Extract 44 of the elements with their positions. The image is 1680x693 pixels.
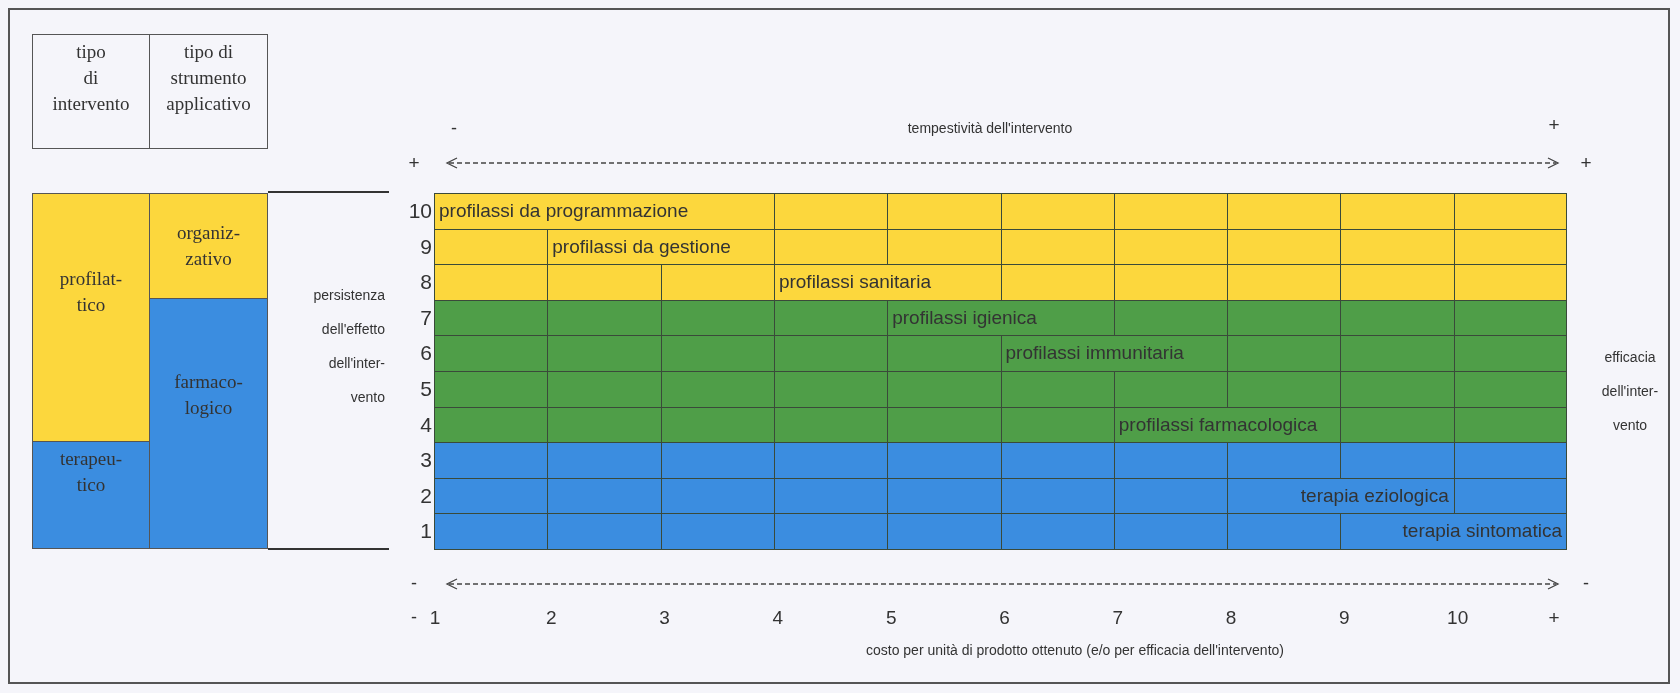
row-number: 7: [419, 304, 432, 331]
axis-sign: +: [1547, 113, 1561, 137]
axis-sign: +: [407, 151, 421, 175]
table-cell: organiz- zativo: [149, 193, 268, 299]
axis-title: tempestività dell'intervento: [906, 119, 1074, 138]
tick-label: 9: [1338, 606, 1351, 630]
axis-title: efficacia dell'inter- vento: [1600, 348, 1660, 435]
color-band: [434, 442, 1567, 479]
tick-label: 5: [884, 606, 898, 630]
color-band: [434, 335, 1567, 372]
row-number: 9: [419, 233, 432, 260]
tick-label: 8: [1224, 606, 1238, 630]
table-cell: farmaco- logico: [149, 298, 268, 549]
axis-title: persistenza dell'effetto dell'inter- vento: [312, 286, 385, 407]
row-number: 4: [419, 411, 432, 438]
tick-label: 1: [428, 606, 442, 630]
row-number: 10: [407, 198, 432, 224]
axis-sign: -: [1582, 572, 1590, 595]
header-cell: tipo di intervento: [32, 34, 150, 149]
axis-title: costo per unità di prodotto ottenuto (e/o per efficacia dell'intervento): [865, 641, 1285, 660]
axis-sign: +: [1579, 151, 1593, 175]
axis-sign: -: [450, 117, 458, 140]
tick-label: 6: [998, 606, 1011, 630]
row-number: 3: [419, 447, 432, 474]
color-band: [434, 264, 1567, 301]
tick-label: 7: [1111, 606, 1125, 630]
row-number: 8: [419, 269, 432, 296]
row-number: 1: [419, 518, 432, 545]
tick-label: 2: [545, 606, 558, 630]
tick-label: 3: [658, 606, 671, 630]
tick-label: 4: [771, 606, 785, 630]
color-band: [434, 371, 1567, 408]
table-cell: terapeu- tico: [32, 441, 150, 549]
axis-sign: -: [410, 572, 418, 595]
row-number: 5: [419, 376, 432, 402]
color-band: [434, 513, 1567, 550]
axis-sign: +: [1547, 606, 1561, 630]
tick-label: 10: [1446, 606, 1470, 630]
header-cell: tipo di strumento applicativo: [149, 34, 268, 149]
color-band: [434, 193, 1567, 230]
row-number: 2: [419, 482, 432, 509]
axis-sign: -: [410, 606, 418, 629]
row-number: 6: [419, 340, 432, 367]
table-cell: profilat- tico: [32, 193, 150, 442]
